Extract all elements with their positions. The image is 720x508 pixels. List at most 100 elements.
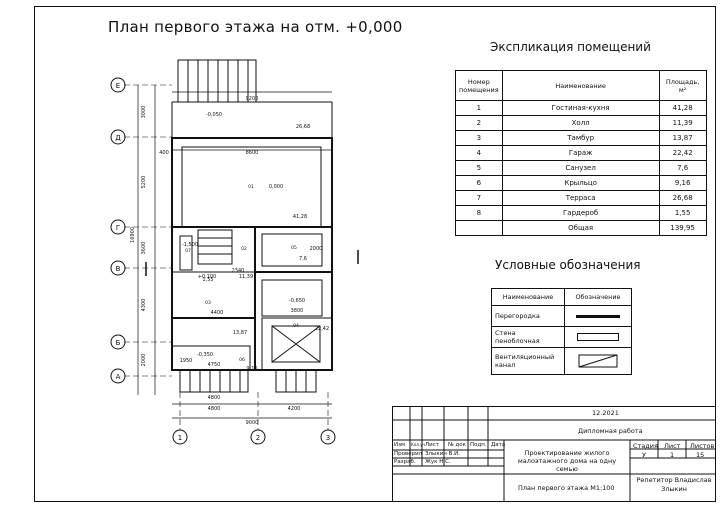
axis-row-g: Г (116, 224, 120, 232)
stamp-sheet-header: Лист (664, 442, 681, 450)
explication-title: Экспликация помещений (490, 40, 651, 54)
svg-text:01: 01 (248, 184, 254, 190)
svg-text:2000: 2000 (310, 246, 323, 252)
dim-left-1: 3000 (141, 106, 147, 119)
svg-text:4750: 4750 (208, 362, 221, 368)
stamp-work: Дипломная работа (578, 427, 643, 435)
title-block: 12.2021 Дипломная работа Изм Кол.уч Лист… (392, 406, 716, 502)
svg-text:22,42: 22,42 (315, 326, 329, 332)
stamp-name-author: Злыкин В.И. (425, 451, 461, 457)
svg-text:05: 05 (291, 245, 297, 251)
stamp-col-sheet: Лист (425, 442, 439, 448)
house-outline (171, 137, 333, 371)
axis-row-d: Д (115, 134, 121, 142)
stamp-col-count: Кол.уч (411, 442, 425, 447)
legend-row: Стена пеноблочная (491, 326, 632, 348)
axis-col-2: 2 (256, 434, 260, 442)
svg-text:02: 02 (241, 246, 247, 252)
svg-text:0,000: 0,000 (269, 184, 283, 190)
stamp-col-sign: Подп. (470, 442, 487, 448)
stamp-role-checker: Проверил (394, 451, 423, 457)
axis-col-1: 1 (178, 434, 182, 442)
axis-row-v: В (116, 265, 121, 273)
svg-text:13,87: 13,87 (233, 330, 247, 336)
svg-text:41,28: 41,28 (293, 214, 307, 220)
svg-text:26,68: 26,68 (296, 124, 310, 130)
legend-table: Наименование Обозначение Перегородка Сте… (491, 288, 632, 375)
title-block-grid (392, 406, 716, 502)
legend-title: Условные обозначения (495, 258, 641, 272)
stamp-stage-value: У (642, 451, 646, 459)
terrace-outline (171, 101, 333, 139)
explication-table: Номер помещения Наименование Площадь, м²… (455, 70, 707, 236)
room-numbers: 01 02 03 04 05 06 07 (185, 184, 299, 363)
stamp-col-date: Дата (491, 442, 506, 448)
svg-text:3800: 3800 (291, 308, 304, 314)
svg-text:11,39: 11,39 (239, 274, 253, 280)
axis-markers (110, 77, 336, 445)
svg-text:4400: 4400 (211, 310, 224, 316)
svg-text:1,55: 1,55 (202, 277, 213, 283)
svg-text:03: 03 (205, 300, 211, 306)
svg-text:2340: 2340 (232, 268, 245, 274)
svg-text:-0,350: -0,350 (197, 352, 213, 358)
stamp-date: 12.2021 (592, 409, 619, 417)
axis-row-b: Б (116, 339, 121, 347)
header-name: Наименование (501, 70, 660, 101)
stamp-role-author: Разраб. (394, 459, 416, 465)
stamp-sheets-header: Листов (690, 442, 715, 450)
svg-text:07: 07 (185, 248, 191, 254)
legend-header-name: Наименование (491, 288, 565, 306)
svg-text:4800: 4800 (208, 395, 221, 401)
legend-header-symbol: Обозначение (564, 288, 632, 306)
room-labels: -0,050 26,68 0,000 41,28 -1,500 +0,100 7… (180, 112, 330, 401)
svg-text:04: 04 (293, 323, 299, 329)
legend-row: Вентиляционный канал (491, 347, 632, 375)
legend-header-row: Наименование Обозначение (491, 288, 632, 306)
header-number: Номер помещения (455, 70, 503, 101)
legend-row: Перегородка (491, 305, 632, 327)
foam-block-wall-symbol (564, 326, 632, 348)
dim-bottom-2: 4200 (288, 406, 301, 412)
svg-text:-1,500: -1,500 (182, 242, 198, 248)
axis-col-3: 3 (326, 434, 330, 442)
svg-text:-0,050: -0,050 (206, 112, 222, 118)
dim-left-total: 16900 (130, 227, 136, 243)
sheet-frame (34, 6, 716, 502)
stamp-organization: Репетитор Владислав Злыкин (636, 476, 712, 493)
svg-text:1950: 1950 (180, 358, 193, 364)
dim-top-2: 8600 (246, 150, 259, 156)
stamp-sheets-value: 15 (696, 451, 705, 459)
legend-name: Стена пеноблочная (491, 326, 565, 348)
legend-name: Перегородка (491, 305, 565, 327)
legend-name: Вентиляционный канал (491, 347, 565, 375)
dim-left-4: 4300 (141, 299, 147, 312)
stamp-col-change: Изм (394, 442, 406, 448)
svg-text:-0,650: -0,650 (289, 298, 305, 304)
dim-left-5: 2000 (141, 354, 147, 367)
page-title: План первого этажа на отм. +0,000 (108, 18, 403, 36)
axis-row-a: А (116, 373, 121, 381)
stamp-project: Проектирование жилого малоэтажного дома … (517, 449, 617, 473)
stamp-name-checker: Жук Н.С. (425, 459, 451, 465)
svg-text:+0,100: +0,100 (198, 274, 217, 280)
stamp-col-doc: № док (448, 442, 466, 448)
vent-channel-symbol (564, 347, 632, 375)
stamp-sheet-name: План первого этажа М1:100 (518, 484, 615, 492)
dim-bottom-1: 4800 (208, 406, 221, 412)
dim-left-2: 5200 (141, 176, 147, 189)
explication-header-row: Номер помещения Наименование Площадь, м² (455, 70, 707, 101)
axis-row-e: Е (116, 82, 120, 90)
svg-text:9,16: 9,16 (246, 366, 257, 372)
dim-left-3: 3600 (141, 242, 147, 255)
